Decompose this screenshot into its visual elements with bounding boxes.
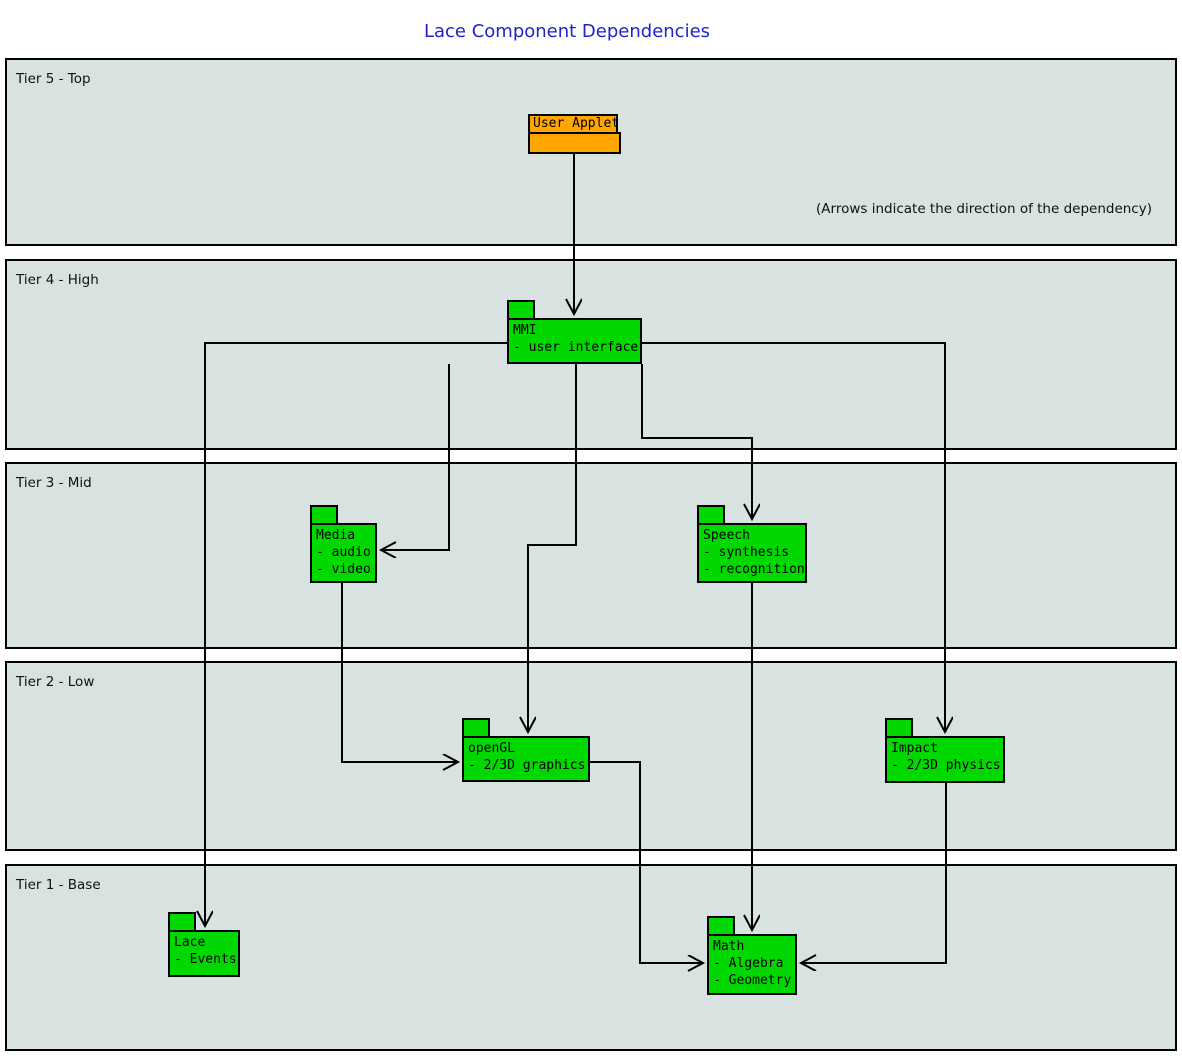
package-tab-icon <box>462 718 490 738</box>
component-detail: - video <box>316 562 371 577</box>
tier-1-label: Tier 1 - Base <box>16 877 101 893</box>
component-name: Math <box>713 939 745 954</box>
component-lace: Lace - Events <box>168 912 240 977</box>
component-name: MMI <box>513 323 537 338</box>
tier-3-label: Tier 3 - Mid <box>16 475 92 491</box>
component-name: Lace <box>174 935 206 950</box>
component-math: Math - Algebra - Geometry <box>707 916 797 995</box>
component-speech: Speech - synthesis - recognition <box>697 505 807 583</box>
component-detail: - Algebra <box>713 956 784 971</box>
arrow-direction-note: (Arrows indicate the direction of the de… <box>816 201 1152 217</box>
component-detail: - Events <box>174 952 237 967</box>
package-tab-icon <box>885 718 913 738</box>
component-detail: - 2/3D physics <box>891 758 1001 773</box>
component-media: Media - audio - video <box>310 505 377 583</box>
package-tab-icon <box>707 916 735 936</box>
component-name: Speech <box>703 528 750 543</box>
package-tab-icon <box>168 912 196 932</box>
component-detail: - recognition <box>703 562 805 577</box>
component-name: User Applet <box>533 116 620 131</box>
tier-4-label: Tier 4 - High <box>16 272 99 288</box>
component-impact: Impact - 2/3D physics <box>885 718 1005 783</box>
tier-5-label: Tier 5 - Top <box>16 71 91 87</box>
component-name: openGL <box>468 741 515 756</box>
diagram-title: Lace Component Dependencies <box>423 21 711 42</box>
package-tab-icon <box>507 300 535 320</box>
component-detail: - Geometry <box>713 973 792 988</box>
component-opengl: openGL - 2/3D graphics <box>462 718 590 782</box>
tier-band-3: Tier 3 - Mid <box>5 462 1177 649</box>
tier-band-4: Tier 4 - High <box>5 259 1177 450</box>
component-mmi: MMI - user interface <box>507 300 642 364</box>
component-detail: - 2/3D graphics <box>468 758 586 773</box>
component-detail: - synthesis <box>703 545 790 560</box>
package-tab-icon <box>310 505 338 525</box>
package-tab-icon <box>697 505 725 525</box>
component-name: Media <box>316 528 356 543</box>
component-user-applet: User Applet <box>528 114 621 154</box>
component-name: Impact <box>891 741 938 756</box>
component-detail: - audio <box>316 545 371 560</box>
component-detail: - user interface <box>513 340 639 355</box>
tier-2-label: Tier 2 - Low <box>16 674 95 690</box>
package-tab-icon: User Applet <box>528 114 620 134</box>
